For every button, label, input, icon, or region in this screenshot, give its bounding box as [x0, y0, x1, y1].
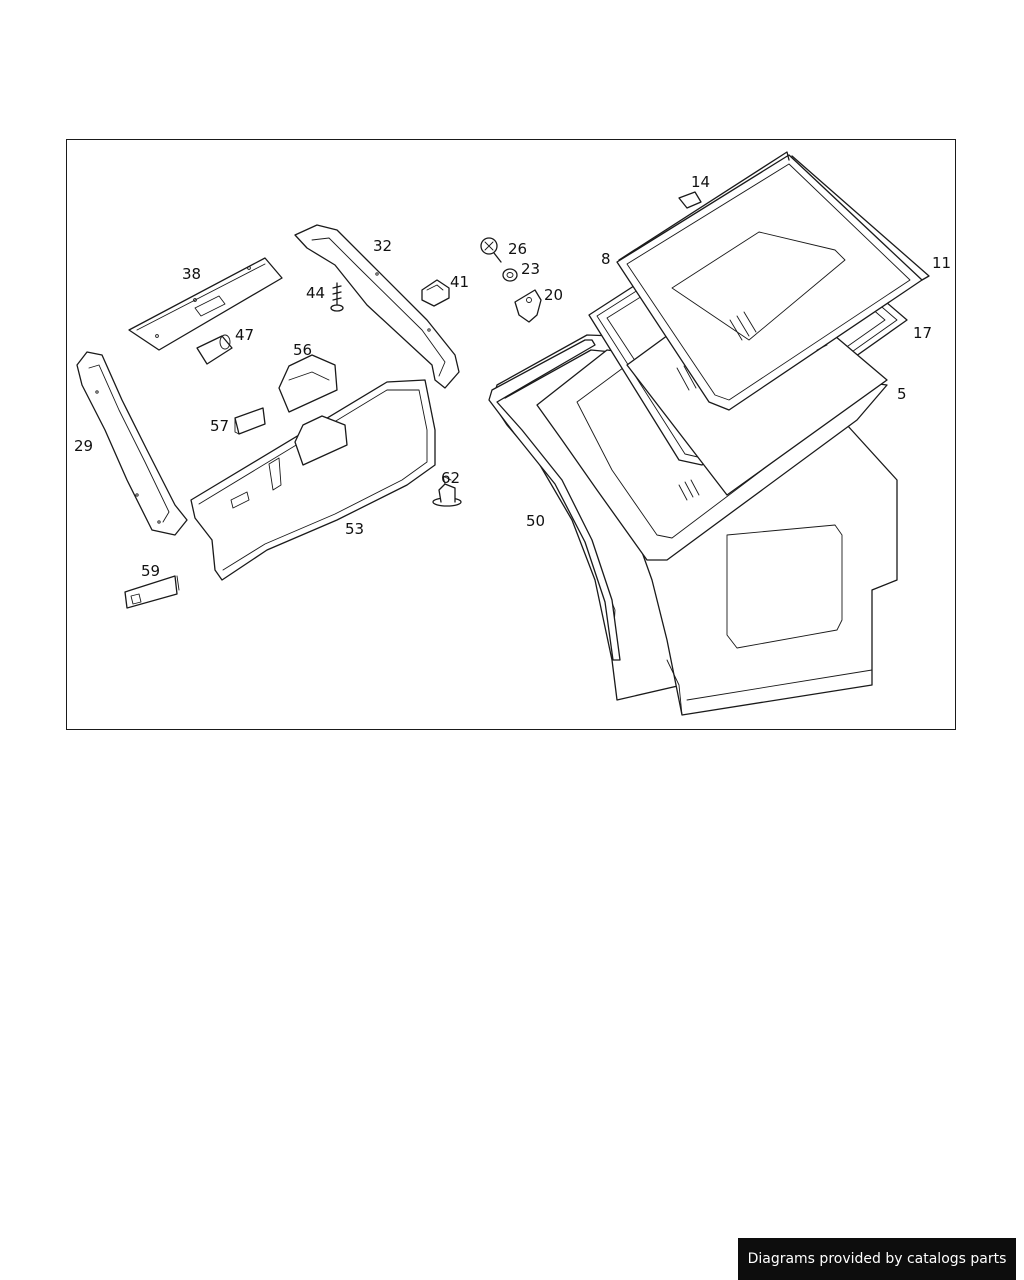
- callout-62: 62: [441, 469, 460, 487]
- callout-29: 29: [74, 437, 93, 455]
- panel-handle-recess: [294, 415, 348, 466]
- callout-26: 26: [508, 240, 527, 258]
- callout-41: 41: [450, 273, 469, 291]
- part-44-screw: [330, 282, 344, 312]
- callout-32: 32: [373, 237, 392, 255]
- callout-44: 44: [306, 284, 325, 302]
- part-59-bracket: [124, 575, 180, 609]
- part-14-clip: [678, 191, 702, 209]
- part-23-washer: [502, 268, 518, 282]
- callout-56: 56: [293, 341, 312, 359]
- part-57-clip: [234, 407, 266, 435]
- callout-11: 11: [932, 254, 951, 272]
- part-56-bracket: [278, 354, 338, 413]
- part-47-bumper: [196, 334, 233, 365]
- callout-53: 53: [345, 520, 364, 538]
- callout-57: 57: [210, 417, 229, 435]
- callout-5: 5: [897, 385, 907, 403]
- callout-20: 20: [544, 286, 563, 304]
- callout-47: 47: [235, 326, 254, 344]
- callout-14: 14: [691, 173, 710, 191]
- part-11-outer-frame: [618, 151, 930, 281]
- part-41-nut: [421, 279, 450, 307]
- callout-23: 23: [521, 260, 540, 278]
- part-62-clip: [432, 475, 462, 507]
- part-20-hinge-bracket: [514, 289, 542, 323]
- part-29-side-trim: [76, 351, 188, 536]
- part-50-frame-seal: [488, 339, 621, 661]
- callout-17: 17: [913, 324, 932, 342]
- footer-attribution: Diagrams provided by catalogs parts: [738, 1238, 1016, 1280]
- callout-38: 38: [182, 265, 201, 283]
- part-32-upper-trim: [294, 224, 460, 389]
- part-26-screw: [480, 237, 502, 263]
- callout-59: 59: [141, 562, 160, 580]
- callout-8: 8: [601, 250, 611, 268]
- part-38-strip: [128, 257, 283, 351]
- part-8-glass-frame: [616, 154, 923, 411]
- exploded-parts-diagram: 14 32 26 8 11 38 23 44 41 20 47 17 56 5 …: [74, 151, 951, 716]
- parts-diagram-frame: 14 32 26 8 11 38 23 44 41 20 47 17 56 5 …: [66, 139, 956, 730]
- callout-50: 50: [526, 512, 545, 530]
- part-53-trim-panel: [190, 379, 436, 581]
